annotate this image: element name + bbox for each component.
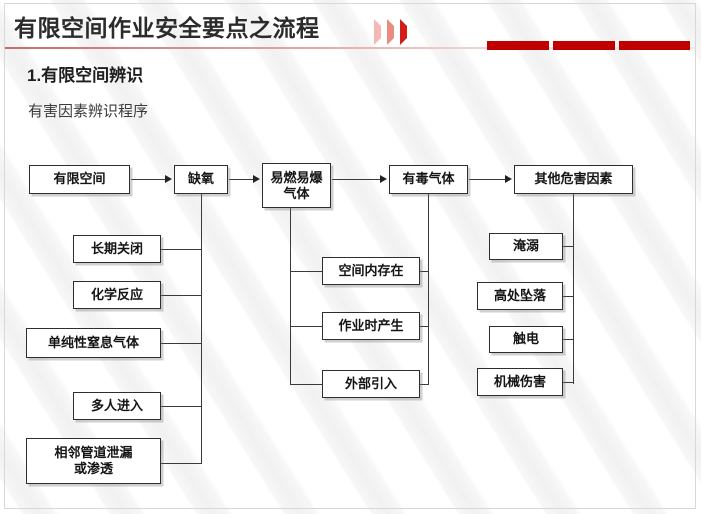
- node-label-line2: 气体: [283, 185, 310, 201]
- connector-existing-in-space-left: [290, 271, 323, 272]
- connector-generated-during-work-right: [419, 326, 429, 327]
- node-multiple-people-entry[interactable]: 多人进入: [73, 392, 161, 420]
- section-subheading: 有害因素辨识程序: [28, 103, 149, 120]
- connector-simple-asphyxiant-gas: [161, 343, 202, 344]
- connector-introduced-externally-right: [419, 384, 429, 385]
- connector-existing-in-space-right: [419, 271, 429, 272]
- node-existing-in-space[interactable]: 空间内存在: [322, 257, 420, 285]
- node-fall-from-height[interactable]: 高处坠落: [477, 282, 563, 310]
- spine-other-hazards: [573, 194, 574, 384]
- header-accent-block-2: [553, 41, 615, 50]
- connector-mechanical-injury: [562, 382, 574, 383]
- node-label-line1: 易燃易爆: [270, 169, 323, 185]
- connector-chain-1: [131, 179, 165, 180]
- spine-oxygen-deficiency: [201, 194, 202, 464]
- arrowhead-chain-3: [380, 175, 387, 183]
- node-mechanical-injury[interactable]: 机械伤害: [477, 368, 563, 396]
- connector-chain-3: [332, 179, 380, 180]
- connector-generated-during-work-left: [290, 326, 323, 327]
- header-accent-block-1: [487, 41, 549, 50]
- connector-fall-from-height: [562, 296, 574, 297]
- connector-chain-4: [469, 179, 505, 180]
- connector-adjacent-pipe-leak: [161, 463, 202, 464]
- arrowhead-chain-1: [165, 175, 172, 183]
- node-other-hazard-factors[interactable]: 其他危害因素: [514, 165, 633, 194]
- node-oxygen-deficiency[interactable]: 缺氧: [174, 165, 228, 194]
- node-flammable-explosive-gas[interactable]: 易燃易爆 气体: [262, 163, 331, 208]
- node-confined-space[interactable]: 有限空间: [29, 165, 130, 194]
- connector-multiple-people-entry: [161, 406, 202, 407]
- arrowhead-chain-2: [253, 175, 260, 183]
- arrowhead-chain-4: [505, 175, 512, 183]
- spine-gas-source-right: [428, 194, 429, 385]
- connector-electric-shock: [562, 339, 574, 340]
- node-generated-during-work[interactable]: 作业时产生: [322, 312, 420, 340]
- connector-chemical-reaction: [161, 295, 202, 296]
- node-label-line1: 相邻管道泄漏: [54, 445, 133, 461]
- header-divider-rule: [5, 47, 695, 49]
- spine-gas-source-left: [290, 208, 291, 385]
- node-long-term-closure[interactable]: 长期关闭: [73, 235, 161, 263]
- node-electric-shock[interactable]: 触电: [489, 326, 563, 353]
- node-introduced-externally[interactable]: 外部引入: [322, 370, 420, 398]
- node-adjacent-pipe-leak[interactable]: 相邻管道泄漏 或渗透: [26, 438, 161, 484]
- section-heading: 1.有限空间辨识: [27, 66, 144, 85]
- node-simple-asphyxiant-gas[interactable]: 单纯性窒息气体: [26, 328, 161, 358]
- node-toxic-gas[interactable]: 有毒气体: [389, 165, 468, 194]
- connector-long-term-closure: [161, 249, 202, 250]
- header-accent-block-3: [619, 41, 690, 50]
- node-chemical-reaction[interactable]: 化学反应: [73, 281, 161, 309]
- connector-introduced-externally-left: [290, 384, 323, 385]
- triple-chevron-right-icon: [374, 19, 426, 45]
- node-drowning[interactable]: 淹溺: [489, 233, 563, 260]
- connector-chain-2: [229, 179, 253, 180]
- page-title: 有限空间作业安全要点之流程: [14, 15, 320, 41]
- node-label-line2: 或渗透: [73, 461, 113, 476]
- connector-drowning: [562, 246, 574, 247]
